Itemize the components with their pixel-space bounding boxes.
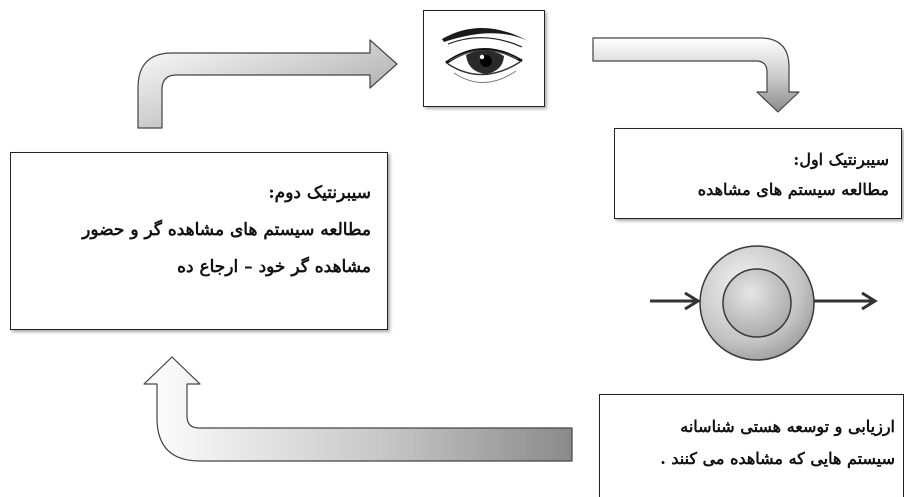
evaluation-line-2: سیستم هایی که مشاهده می کنند . <box>660 449 895 468</box>
second-order-title: سیبرنتیک دوم: <box>268 183 371 203</box>
arrow-to-first-box <box>592 37 800 113</box>
first-order-title: سیبرنتیک اول: <box>793 150 889 169</box>
second-order-cybernetics-box: سیبرنتیک دوم: مطالعه سیستم های مشاهده گر… <box>10 152 388 330</box>
evaluation-line-1: ارزیابی و توسعه هستی شناسانه <box>680 417 895 436</box>
second-order-line-2: مشاهده گر خود – ارجاع ده <box>177 257 371 277</box>
system-circle-icon <box>650 245 878 361</box>
arrow-to-eye <box>137 39 398 129</box>
second-order-line-1: مطالعه سیستم های مشاهده گر و حضور <box>82 220 371 240</box>
first-order-line-1: مطالعه سیستم های مشاهده <box>697 180 889 199</box>
first-order-cybernetics-box: سیبرنتیک اول: مطالعه سیستم های مشاهده <box>614 128 902 219</box>
ontological-evaluation-box: ارزیابی و توسعه هستی شناسانه سیستم هایی … <box>599 394 904 497</box>
eye-icon <box>442 27 528 83</box>
arrow-to-second-box <box>143 356 573 462</box>
eye-frame <box>423 10 545 107</box>
